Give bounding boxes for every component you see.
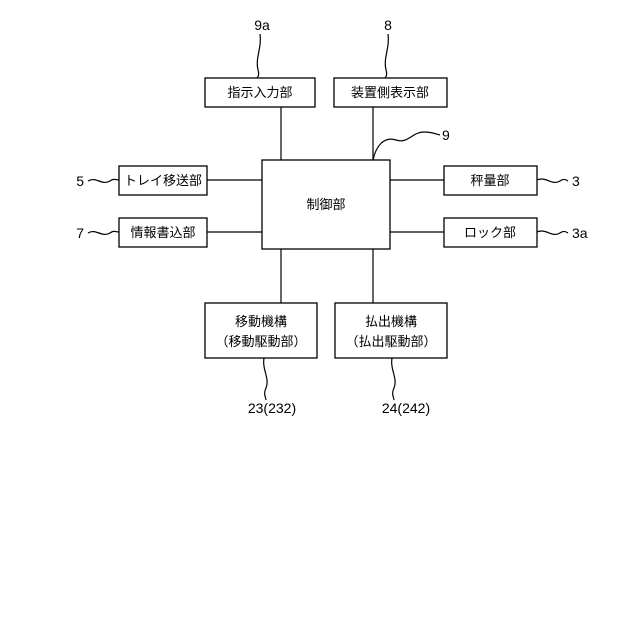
info-writer-label: 情報書込部 (130, 226, 195, 241)
ref-weighing: 3 (572, 173, 580, 189)
ref-move: 23(232) (248, 400, 296, 416)
move-mechanism-block: 移動機構 （移動駆動部） (205, 303, 317, 358)
instruction-input-label: 指示入力部 (227, 86, 292, 101)
dispense-mechanism-label: 払出機構 (365, 315, 417, 330)
leader-move (264, 358, 267, 400)
ref-tray-transfer: 5 (76, 173, 84, 189)
controller-label: 制御部 (306, 198, 345, 213)
weighing-label: 秤量部 (470, 174, 509, 189)
weighing-block: 秤量部 (444, 166, 537, 195)
info-writer-block: 情報書込部 (119, 218, 207, 247)
ref-lock: 3a (572, 225, 588, 241)
leader-tray-transfer (88, 179, 119, 182)
leader-instruction-input (257, 34, 260, 78)
leader-device-display (385, 34, 388, 78)
ref-info-writer: 7 (76, 225, 84, 241)
leader-controller (373, 132, 440, 160)
tray-transfer-block: トレイ移送部 (119, 166, 207, 195)
ref-dispense: 24(242) (382, 400, 430, 416)
device-display-block: 装置側表示部 (334, 78, 447, 107)
leader-lock (537, 231, 568, 234)
leader-info-writer (88, 231, 119, 234)
instruction-input-block: 指示入力部 (205, 78, 315, 107)
lock-label: ロック部 (464, 226, 516, 241)
ref-controller: 9 (442, 127, 450, 143)
lock-block: ロック部 (444, 218, 537, 247)
tray-transfer-label: トレイ移送部 (124, 174, 202, 189)
move-mechanism-label: 移動機構 (235, 315, 287, 330)
dispense-mechanism-block: 払出機構 （払出駆動部） (335, 303, 447, 358)
controller-block: 制御部 (262, 160, 390, 249)
move-drive-label: （移動駆動部） (215, 335, 306, 350)
leader-weighing (537, 179, 568, 182)
ref-instruction-input: 9a (254, 17, 270, 33)
dispense-drive-label: （払出駆動部） (345, 335, 436, 350)
ref-device-display: 8 (384, 17, 392, 33)
leader-dispense (392, 358, 395, 400)
device-display-label: 装置側表示部 (351, 86, 429, 101)
